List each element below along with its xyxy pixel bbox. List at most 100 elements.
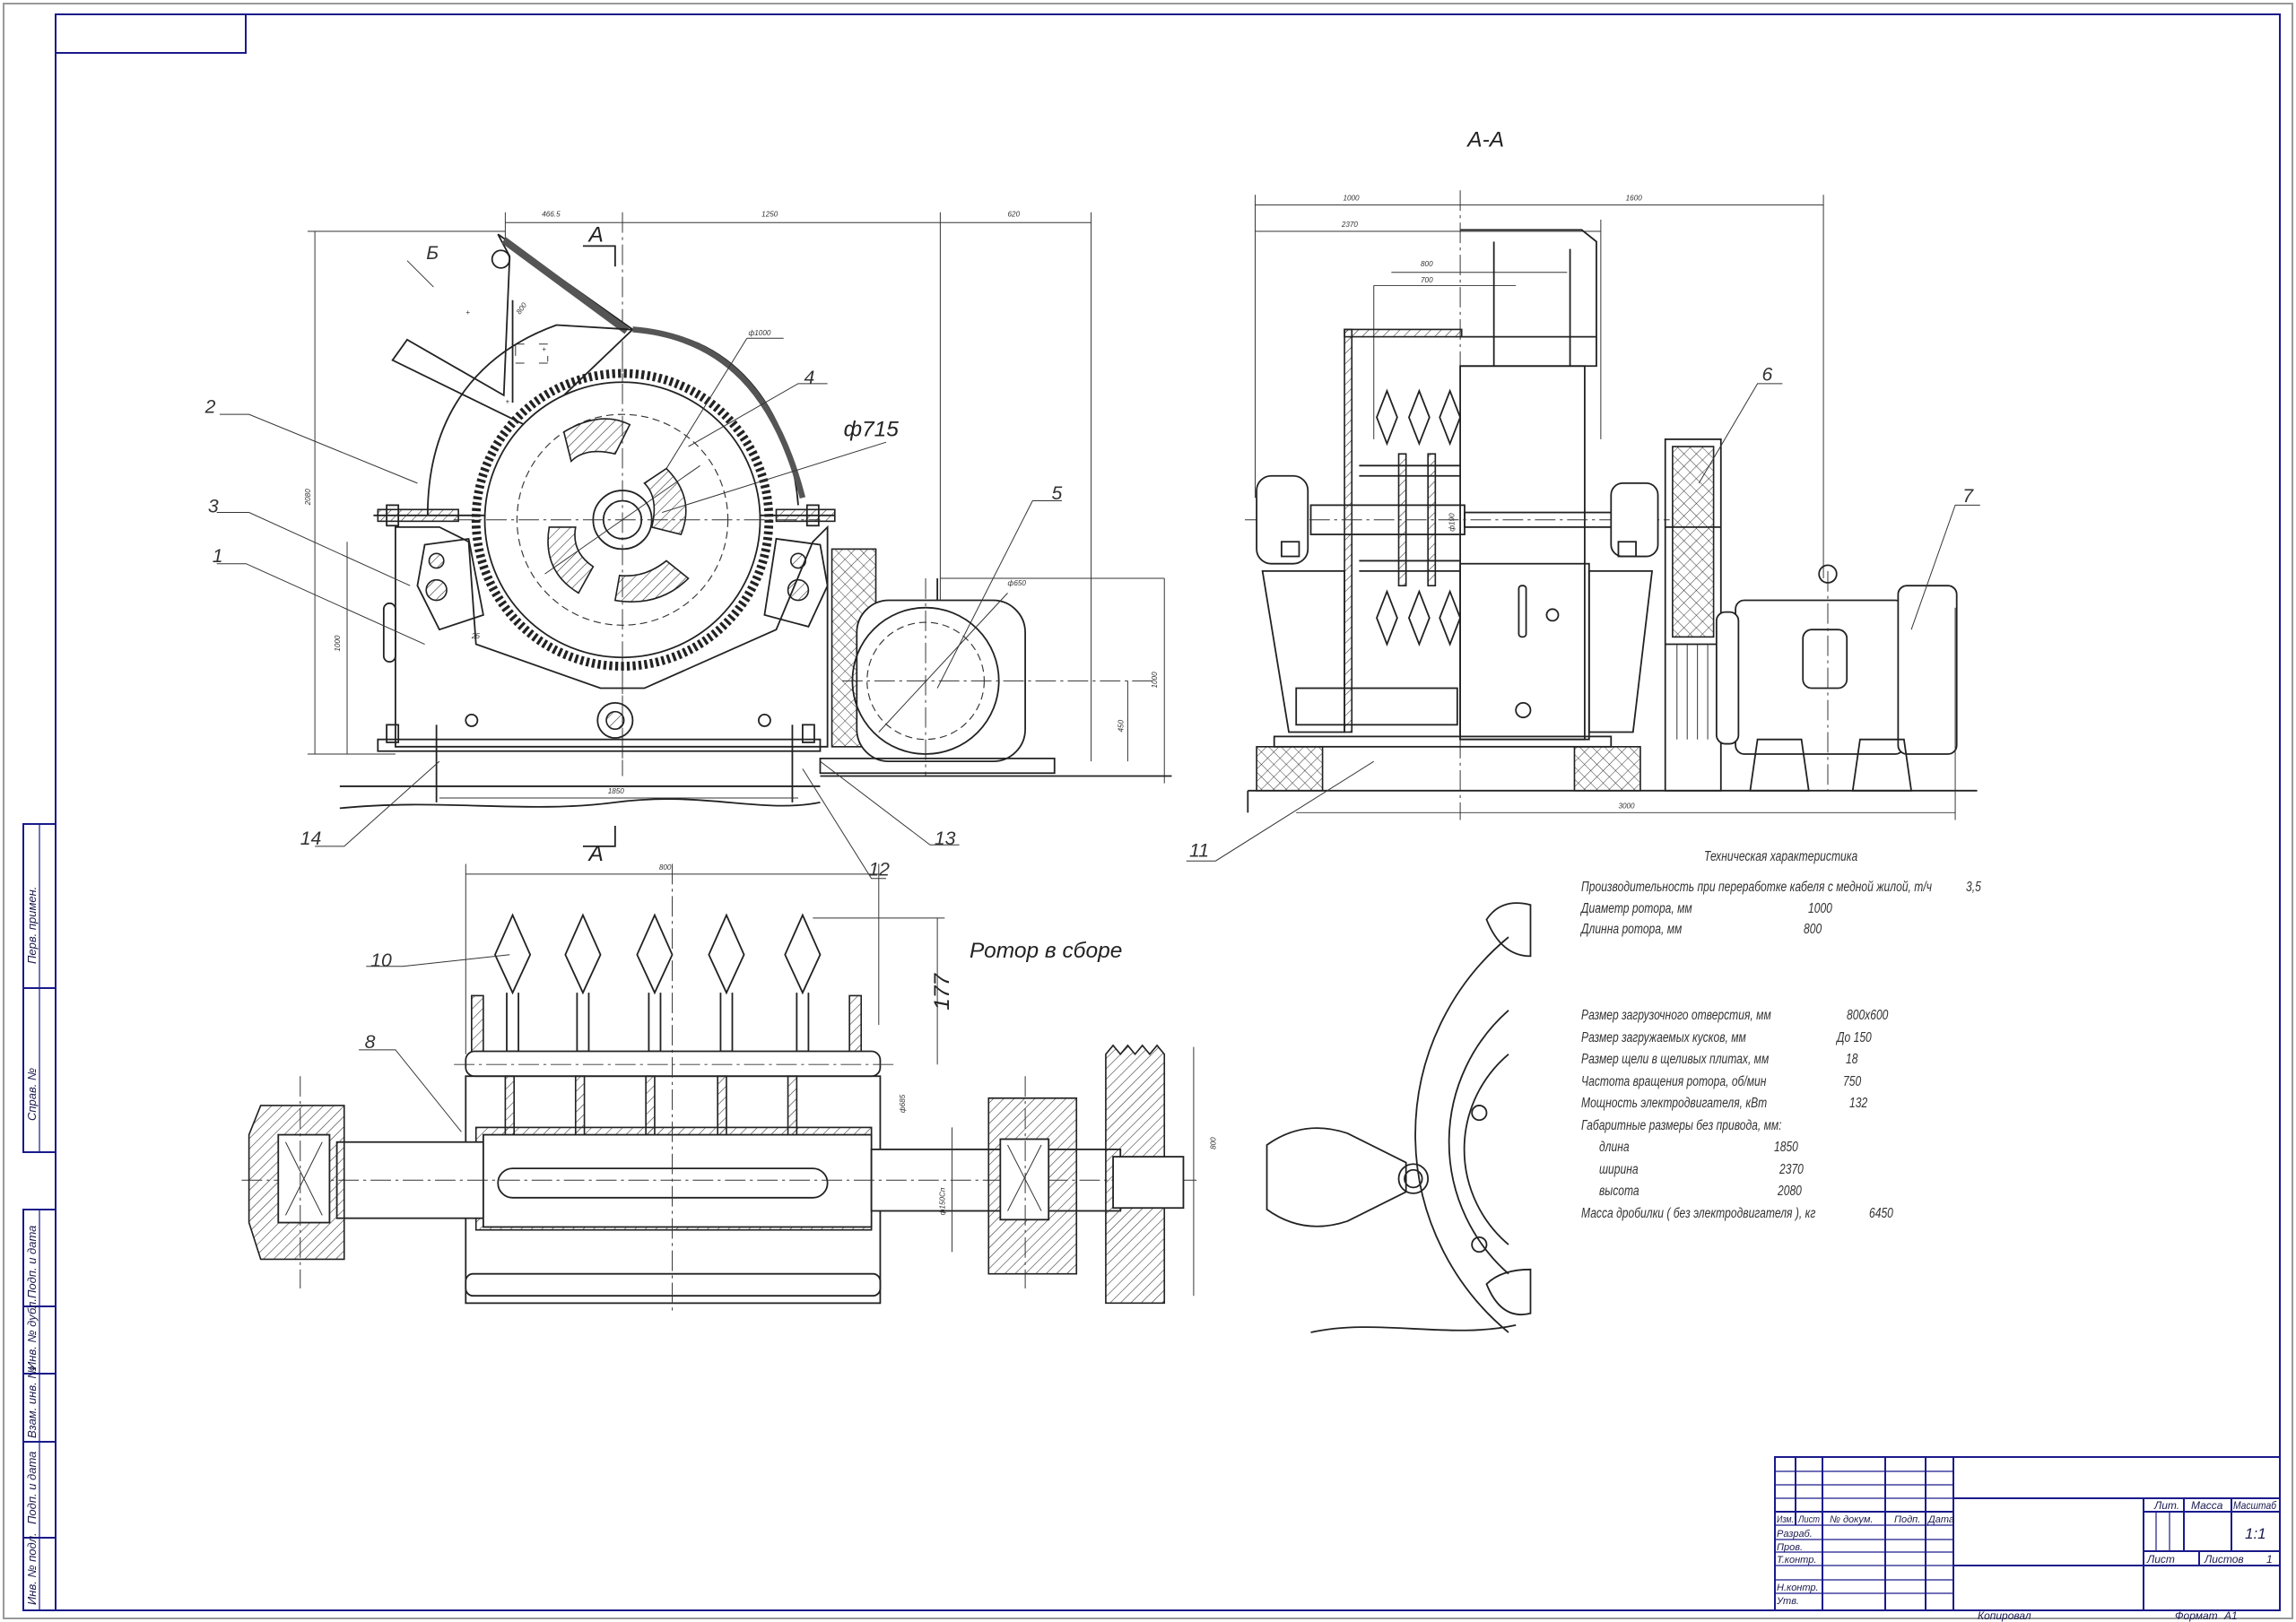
dim-motor-650: ф650 [1008, 579, 1027, 587]
tb-sheet: Лист [2146, 1553, 2175, 1566]
stamp-perv-primen: Перв. примен. [25, 887, 39, 964]
tb-role-nkontr: Н.контр. [1777, 1583, 1819, 1593]
partial-rotor-view [1265, 902, 1532, 1333]
callout-4: 4 [804, 368, 815, 388]
side-stamps: Перв. примен. Справ. № Подп. и дата Инв.… [22, 823, 57, 1611]
tb-doc: № докум. [1830, 1514, 1873, 1525]
callout-11: 11 [1189, 840, 1209, 861]
dim-rotor-1000: ф1000 [748, 329, 770, 337]
spec-value-motor-power: 132 [1849, 1096, 1868, 1111]
spec-value-length: 1850 [1774, 1140, 1798, 1155]
drawing-frame [55, 13, 2281, 1611]
dim-1600: 1600 [1626, 195, 1643, 203]
spec-value-mass: 6450 [1869, 1206, 1893, 1221]
spec-value-feed-opening: 800х600 [1847, 1008, 1889, 1023]
spec-label-length: длина [1599, 1140, 1630, 1155]
dim-hammer-177: 177 [930, 973, 954, 1010]
dim-shaft-190: ф190 [1448, 513, 1457, 532]
spec-label-height: высота [1599, 1184, 1639, 1199]
spec-label-feed-opening: Размер загрузочного отверстия, мм [1581, 1008, 1771, 1023]
dim-1000: 1000 [334, 635, 342, 652]
callout-14: 14 [300, 828, 322, 849]
svg-text:+: + [542, 345, 546, 353]
spec-value-width: 2370 [1779, 1162, 1804, 1177]
dim-800: 800 [1421, 260, 1433, 268]
dim-motor-450: 450 [1118, 719, 1126, 732]
dim-1850: 1850 [608, 787, 625, 795]
dim-1250: 1250 [761, 211, 778, 219]
tb-role-tkontr: Т.контр. [1777, 1555, 1816, 1566]
dim-1000: 1000 [1343, 195, 1360, 203]
callout-5: 5 [1051, 483, 1062, 504]
callout-7: 7 [1962, 486, 1974, 507]
dim-rotor-length: 800 [659, 863, 672, 872]
stamp-vzam-inv: Взам. инв. № [25, 1366, 39, 1438]
tb-role-razrab: Разраб. [1777, 1529, 1813, 1540]
spec-label-width: ширина [1599, 1162, 1639, 1177]
svg-text:+: + [505, 398, 509, 406]
tb-list: Лист [1797, 1514, 1820, 1525]
tech-spec-title: Техническая характеристика [1704, 849, 1858, 864]
stamp-inv-podl: Инв. № подл. [25, 1532, 39, 1605]
stamp-inv-dubl: Инв. № дубл. [25, 1298, 39, 1370]
tb-mass: Масса [2191, 1499, 2223, 1512]
spec-label-slot-size: Размер щели в щеливых плитах, мм [1581, 1052, 1770, 1067]
sheet-border [3, 3, 2293, 1619]
spec-label-mass: Масса дробилки ( без электродвигателя ),… [1581, 1206, 1816, 1221]
dim-620: 620 [1008, 211, 1021, 219]
tb-role-utv: Утв. [1776, 1596, 1799, 1607]
dim-pulley-800: 800 [1209, 1137, 1217, 1149]
section-a-a-view: А-А 1000 1600 2370 800 700 [1186, 127, 1980, 862]
dim-shaft-150: ф150Сп [938, 1187, 946, 1215]
callout-13: 13 [935, 828, 956, 849]
tb-format-label: Формат [2175, 1609, 2218, 1622]
stamp-podp-data-1: Подп. и дата [25, 1226, 39, 1298]
tb-izm: Изм. [1777, 1514, 1794, 1525]
dim-3000: 3000 [1618, 802, 1635, 810]
dim-motor-1000: 1000 [1151, 672, 1159, 689]
spec-value-productivity: 3,5 [1966, 880, 1981, 895]
svg-text:+: + [465, 308, 470, 317]
spec-label-rotor-speed: Частота вращения ротора, об/мин [1581, 1074, 1767, 1089]
spec-label-rotor-diameter: Диаметр ротора, мм [1581, 901, 1692, 916]
callout-6: 6 [1761, 365, 1772, 386]
spec-value-lump-size: До 150 [1837, 1030, 1872, 1045]
dim-700: 700 [1421, 276, 1433, 284]
tb-scale: 1:1 [2245, 1525, 2266, 1542]
dim-466-5: 466.5 [542, 211, 561, 219]
spec-label-productivity: Производительность при переработке кабел… [1581, 880, 1932, 895]
spec-value-height: 2080 [1778, 1184, 1802, 1199]
stamp-sprav-no: Справ. № [25, 1068, 39, 1121]
spec-value-rotor-speed: 750 [1843, 1074, 1862, 1089]
spec-value-rotor-length: 800 [1804, 922, 1822, 937]
dim-rotor-685: ф685 [899, 1094, 907, 1113]
callout-10: 10 [370, 950, 392, 971]
spec-label-motor-power: Мощность электродвигателя, кВт [1581, 1096, 1768, 1111]
spec-value-rotor-diameter: 1000 [1808, 901, 1832, 916]
callout-3: 3 [208, 497, 219, 517]
tb-copied: Копировал [1978, 1609, 2031, 1622]
tb-sign: Подп. [1894, 1514, 1920, 1525]
tb-lit: Лит. [2153, 1499, 2179, 1512]
tb-format: А1 [2223, 1609, 2238, 1622]
dim-rotor-715: ф715 [844, 418, 900, 442]
spec-value-slot-size: 18 [1846, 1052, 1858, 1067]
section-title: А-А [1465, 127, 1504, 152]
spec-label-lump-size: Размер загружаемых кусков, мм [1581, 1030, 1746, 1045]
title-block: Изм. Лист № докум. Подп. Дата Разраб. Пр… [1774, 1456, 2281, 1622]
callout-1: 1 [213, 546, 223, 567]
top-left-stamp [55, 13, 247, 54]
front-view: 466.5 1250 620 2080 1000 А А Б 800 +++ [204, 211, 1172, 880]
rotor-assembly-view: Ротор в сборе 800 177 [241, 863, 1217, 1311]
tb-role-prov: Пров. [1777, 1542, 1803, 1553]
tb-sheets: Листов [2204, 1553, 2244, 1566]
spec-label-rotor-length: Длинна ротора, мм [1581, 922, 1683, 937]
tb-scale-label: Масштаб [2233, 1499, 2277, 1512]
stamp-podp-data-2: Подп. и дата [25, 1452, 39, 1524]
tb-date: Дата [1926, 1514, 1954, 1525]
section-marker-bottom: А [587, 842, 603, 866]
section-marker-top: А [587, 222, 603, 247]
spec-label-overall-dims: Габаритные размеры без привода, мм: [1581, 1118, 1782, 1133]
callout-8: 8 [365, 1032, 376, 1053]
